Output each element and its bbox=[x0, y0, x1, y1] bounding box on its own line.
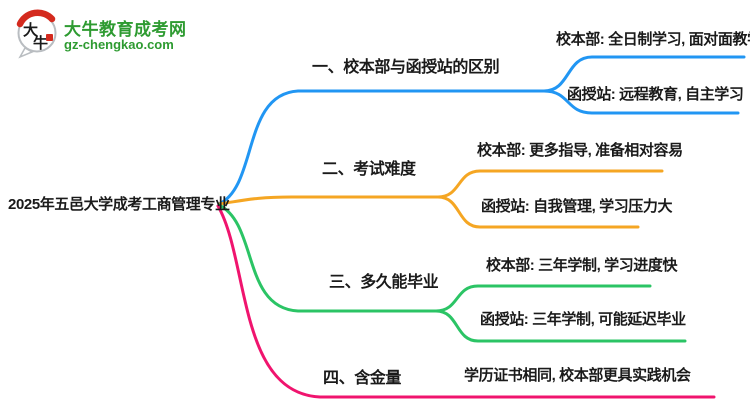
logo-badge-char1: 大 bbox=[23, 21, 38, 39]
branch1-curve bbox=[217, 89, 546, 206]
branch2-label: 二、考试难度 bbox=[322, 161, 416, 178]
branch2-child2: 函授站: 自我管理, 学习压力大 bbox=[481, 198, 673, 215]
logo-red-arc bbox=[16, 9, 56, 28]
branch3-label: 三、多久能毕业 bbox=[329, 274, 439, 291]
branch1-label: 一、校本部与函授站的区别 bbox=[312, 59, 500, 76]
branch3-child1-curve bbox=[434, 284, 652, 313]
branch3-child2-curve bbox=[434, 309, 687, 343]
branch4-label: 四、含金量 bbox=[323, 370, 402, 387]
root-node: 2025年五邑大学成考工商管理专业 bbox=[8, 196, 230, 213]
branch1-child1: 校本部: 全日制学习, 面对面教学 bbox=[556, 31, 750, 48]
branch3-curve bbox=[217, 203, 438, 313]
branch3-child1: 校本部: 三年学制, 学习进度快 bbox=[486, 257, 678, 274]
logo-speech-bubble-icon: 大 牛 bbox=[16, 9, 57, 59]
branch1-child2-curve bbox=[542, 89, 740, 115]
logo-badge-char2: 牛 bbox=[33, 34, 48, 52]
logo-site-name: 大牛教育成考网 bbox=[64, 20, 187, 39]
branch4-curve bbox=[216, 204, 716, 399]
branch2-curve bbox=[217, 195, 440, 206]
branch3-child2: 函授站: 三年学制, 可能延迟毕业 bbox=[480, 311, 686, 328]
branch2-child2-curve bbox=[436, 195, 640, 229]
logo-seal bbox=[46, 34, 53, 41]
branch2-child1: 校本部: 更多指导, 准备相对容易 bbox=[477, 142, 683, 159]
logo-bubble-tail bbox=[18, 46, 34, 59]
branch2-child1-curve bbox=[436, 169, 664, 199]
branch1-child1-curve bbox=[542, 55, 746, 93]
logo-site-url: gz-chengkao.com bbox=[64, 37, 174, 52]
branch1-child2: 函授站: 远程教育, 自主学习 bbox=[567, 86, 744, 103]
branch4-child1: 学历证书相同, 校本部更具实践机会 bbox=[464, 367, 691, 384]
